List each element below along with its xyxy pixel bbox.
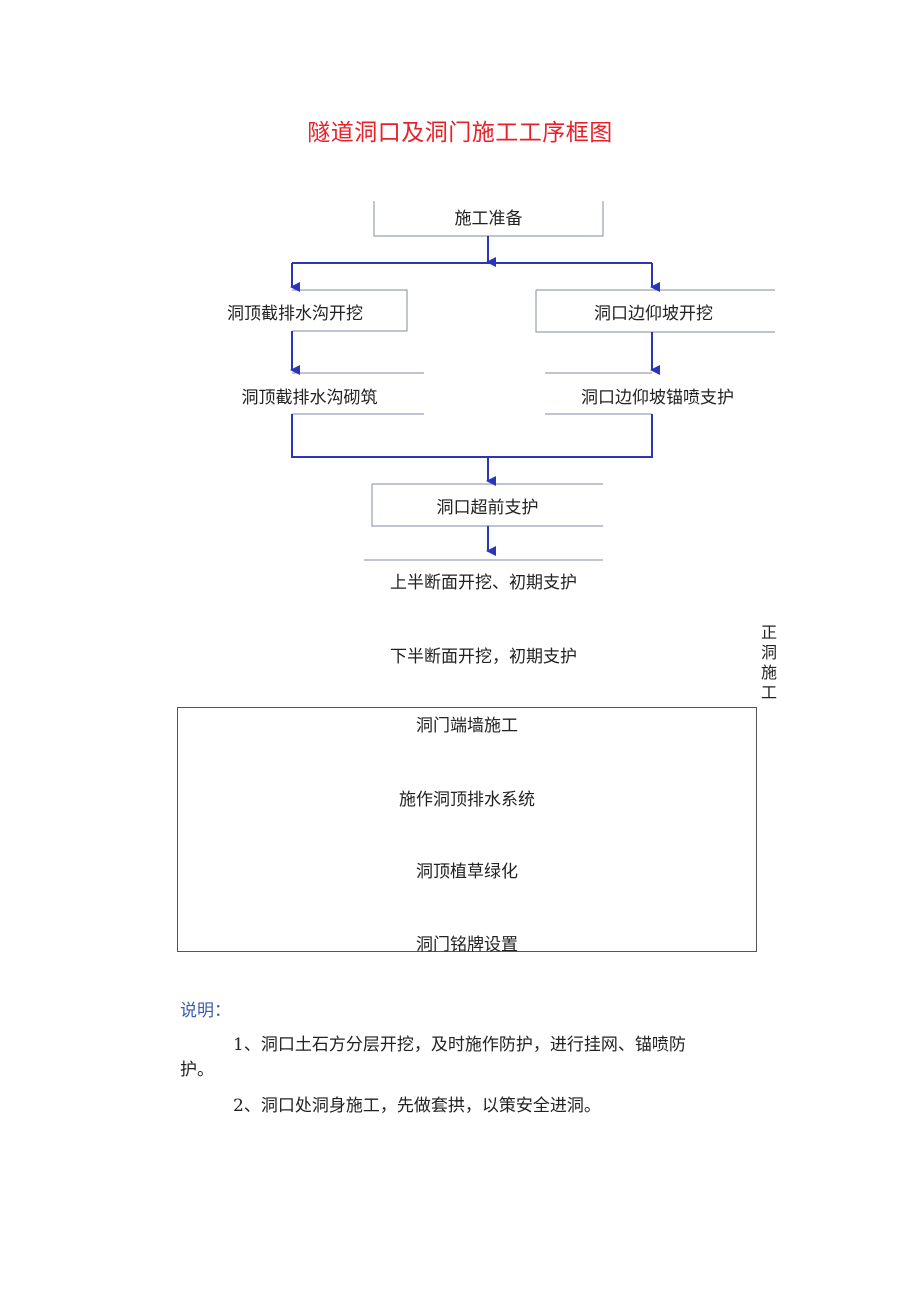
step-greening: 洞顶植草绿化 bbox=[416, 862, 518, 882]
slope-support-box bbox=[545, 372, 652, 415]
page-title: 隧道洞口及洞门施工工序框图 bbox=[307, 120, 613, 146]
node-lower-half: 下半断面开挖，初期支护 bbox=[390, 647, 577, 667]
step-end-wall: 洞门端墙施工 bbox=[416, 716, 518, 736]
side-label-char: 施 bbox=[760, 663, 777, 682]
side-label-main-tunnel: 正 洞 施 工 bbox=[759, 623, 779, 703]
drain-dig-box bbox=[292, 289, 408, 332]
portal-works-box: 洞门端墙施工 施作洞顶排水系统 洞顶植草绿化 洞门铭牌设置 bbox=[177, 707, 757, 955]
node-upper-half: 上半断面开挖、初期支护 bbox=[390, 573, 577, 593]
node-advance-support: 洞口超前支护 bbox=[436, 498, 539, 518]
notes-heading: 说明： bbox=[180, 1001, 231, 1021]
step-nameplate: 洞门铭牌设置 bbox=[416, 935, 518, 955]
node-prep: 施工准备 bbox=[454, 209, 523, 229]
note-item-1: 1、洞口土石方分层开挖，及时施作防护，进行挂网、锚喷防 bbox=[233, 1035, 686, 1055]
node-drain-masonry: 洞顶截排水沟砌筑 bbox=[241, 388, 378, 408]
drain-masonry-box bbox=[292, 372, 424, 415]
merge-bracket bbox=[291, 414, 653, 458]
side-label-char: 工 bbox=[760, 683, 777, 702]
note-item-2: 2、洞口处洞身施工，先做套拱，以策安全进洞。 bbox=[233, 1096, 601, 1116]
node-slope-support: 洞口边仰坡锚喷支护 bbox=[581, 388, 734, 408]
step-drainage-system: 施作洞顶排水系统 bbox=[399, 790, 535, 810]
node-slope-dig: 洞口边仰坡开挖 bbox=[594, 304, 713, 324]
node-drain-dig: 洞顶截排水沟开挖 bbox=[227, 304, 363, 324]
note-item-1-cont: 护。 bbox=[180, 1060, 214, 1080]
side-label-char: 正 bbox=[760, 623, 777, 642]
side-label-char: 洞 bbox=[760, 643, 777, 662]
